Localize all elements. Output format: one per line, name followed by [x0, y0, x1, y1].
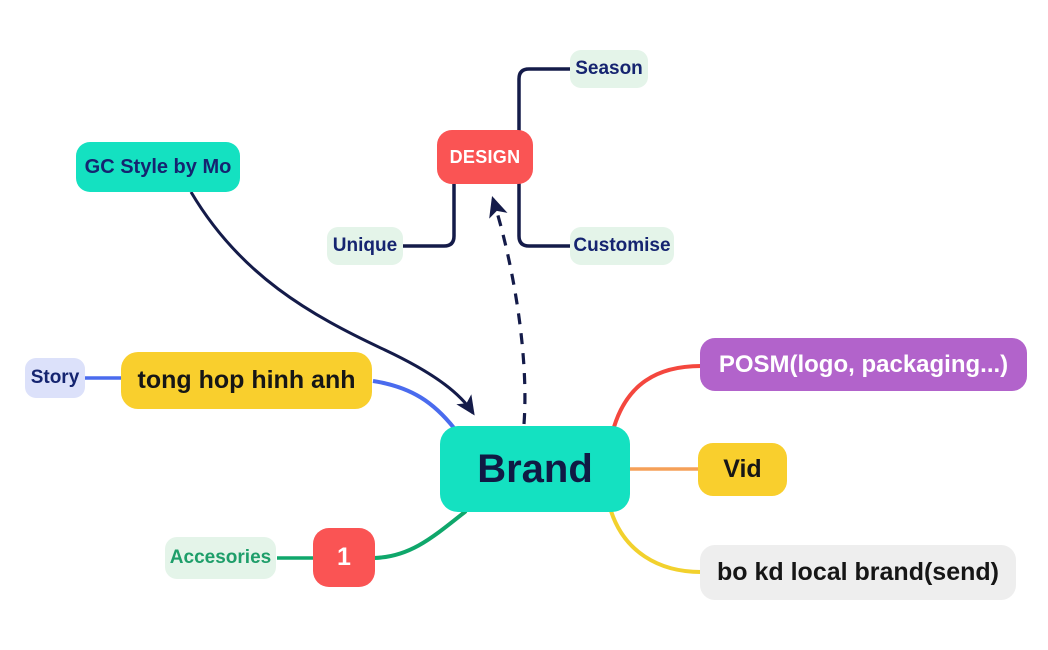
node-brand-central[interactable]: Brand	[440, 426, 630, 512]
edge-design-season	[517, 67, 570, 160]
node-accesories[interactable]: Accesories	[165, 537, 276, 579]
node-gc-style-by-mo[interactable]: GC Style by Mo	[76, 142, 240, 192]
node-customise-label: Customise	[573, 235, 671, 256]
node-customise[interactable]: Customise	[570, 227, 674, 265]
node-design[interactable]: DESIGN	[437, 130, 533, 184]
node-story-label: Story	[30, 367, 80, 388]
node-gc-style-label: GC Style by Mo	[84, 155, 232, 178]
edge-design-unique	[403, 172, 456, 248]
edge-gcstyle-brand-arrow	[189, 191, 475, 416]
node-story[interactable]: Story	[25, 358, 85, 398]
node-unique-label: Unique	[332, 235, 398, 256]
edge-tonghop-brand	[372, 379, 456, 430]
node-one-label: 1	[337, 543, 351, 571]
node-bo-kd-local-brand[interactable]: bo kd local brand(send)	[700, 545, 1016, 600]
node-bo-kd-label: bo kd local brand(send)	[717, 558, 999, 586]
node-one[interactable]: 1	[313, 528, 375, 587]
edge-brand-bokd	[609, 510, 702, 574]
node-brand-label: Brand	[477, 446, 593, 491]
node-posm[interactable]: POSM(logo, packaging...)	[700, 338, 1027, 391]
node-unique[interactable]: Unique	[327, 227, 403, 265]
edge-brand-posm	[612, 364, 702, 428]
node-tong-hop-hinh-anh[interactable]: tong hop hinh anh	[121, 352, 372, 409]
node-posm-label: POSM(logo, packaging...)	[718, 350, 1009, 378]
node-tong-hop-label: tong hop hinh anh	[137, 366, 356, 394]
node-vid-label: Vid	[723, 455, 762, 483]
node-season[interactable]: Season	[570, 50, 648, 88]
node-vid[interactable]: Vid	[698, 443, 787, 496]
edge-brand-one	[373, 509, 468, 560]
edge-brand-design-dashed-arrow	[489, 195, 527, 425]
node-design-label: DESIGN	[449, 146, 521, 167]
node-season-label: Season	[575, 58, 643, 79]
node-accesories-label: Accesories	[169, 547, 272, 568]
edge-design-customise	[517, 166, 570, 248]
